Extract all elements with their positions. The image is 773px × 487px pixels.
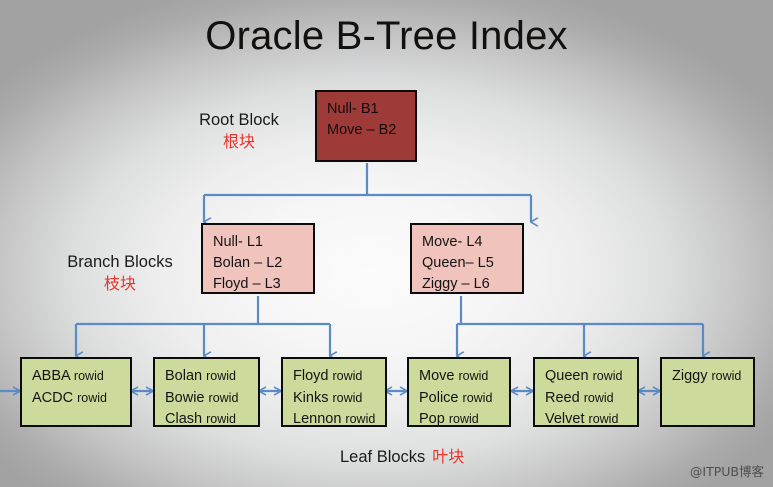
leaf-key: Clash (165, 411, 203, 427)
branch-entry: Queen– L5 (422, 255, 494, 271)
leaf-key: Kinks (293, 389, 329, 406)
leaf-entry: ACDC rowid (32, 388, 130, 410)
branch-label-en: Branch Blocks (67, 253, 173, 271)
leaf-block-3[interactable]: Floyd rowid Kinks rowid Lennon rowid (281, 357, 387, 427)
root-block-label: Root Block 根块 (180, 110, 298, 152)
leaf-key: ACDC (32, 389, 74, 406)
leaf-entry: Kinks rowid (293, 388, 385, 410)
leaf-key: Velvet (545, 411, 585, 427)
leaf-key: Bolan (165, 368, 203, 384)
leaf-label-zh: 叶块 (432, 447, 465, 466)
leaf-rowid: rowid (592, 369, 623, 383)
leaf-entry: Velvet rowid (545, 409, 637, 431)
leaf-entry: Bolan rowid (165, 366, 258, 388)
leaf-key: Ziggy (672, 368, 708, 384)
leaf-rowid: rowid (208, 390, 239, 405)
root-entry: Null- B1 (327, 101, 379, 117)
branch-label-zh: 枝块 (103, 274, 136, 293)
page-title: Oracle B-Tree Index (205, 14, 568, 58)
leaf-entry: Floyd rowid (293, 366, 385, 388)
root-to-branch-connectors (202, 163, 531, 222)
leaf-key: Pop (419, 411, 445, 427)
leaf-entry: Queen rowid (545, 366, 637, 388)
leaf-rowid: rowid (458, 369, 489, 383)
leaf-rowid: rowid (448, 412, 479, 426)
leaf-key: Bowie (165, 389, 205, 406)
leaf-entry: Reed rowid (545, 388, 637, 410)
leaf-block-5[interactable]: Queen rowid Reed rowid Velvet rowid (533, 357, 639, 427)
branch-blocks-label: Branch Blocks 枝块 (48, 252, 192, 294)
leaf-entry: Clash rowid (165, 409, 258, 431)
left-branch-to-leaf-connectors (74, 296, 330, 356)
branch-entry: Move- L4 (422, 234, 483, 250)
leaf-entry: Ziggy rowid (672, 366, 753, 388)
leaf-rowid: rowid (332, 369, 363, 383)
leaf-entry: ABBA rowid (32, 366, 130, 388)
leaf-rowid: rowid (345, 412, 376, 426)
root-label-zh: 根块 (222, 132, 255, 151)
leaf-rowid: rowid (206, 412, 236, 426)
leaf-entry: Move rowid (419, 366, 509, 388)
branch-entry: Null- L1 (213, 234, 263, 250)
leaf-entry: Bowie rowid (165, 388, 258, 410)
branch-entry: Ziggy – L6 (422, 276, 490, 292)
leaf-block-4[interactable]: Move rowid Police rowid Pop rowid (407, 357, 511, 427)
leaf-key: Queen (545, 368, 589, 384)
leaf-key: Lennon (293, 411, 342, 427)
leaf-rowid: rowid (332, 390, 363, 405)
right-branch-to-leaf-connectors (455, 296, 703, 356)
leaf-blocks-label: Leaf Blocks 叶块 (340, 443, 464, 467)
branch-entry: Floyd – L3 (213, 276, 281, 292)
branch-block-left[interactable]: Null- L1 Bolan – L2 Floyd – L3 (201, 223, 315, 294)
watermark: @ITPUB博客 (689, 464, 764, 479)
leaf-label-en: Leaf Blocks (340, 448, 426, 466)
leaf-rowid: rowid (711, 369, 742, 383)
leaf-key: ABBA (32, 368, 70, 384)
leaf-key: Move (419, 368, 455, 384)
leaf-rowid: rowid (77, 390, 107, 405)
leaf-key: Floyd (293, 368, 329, 384)
leaf-block-6[interactable]: Ziggy rowid (660, 357, 755, 427)
root-label-en: Root Block (199, 111, 279, 129)
leaf-key: Police (419, 389, 459, 406)
leaf-rowid: rowid (462, 390, 493, 405)
leaf-entry: Police rowid (419, 388, 509, 410)
leaf-block-1[interactable]: ABBA rowid ACDC rowid (20, 357, 132, 427)
leaf-rowid: rowid (206, 369, 236, 383)
root-entry: Move – B2 (327, 122, 397, 138)
leaf-block-2[interactable]: Bolan rowid Bowie rowid Clash rowid (153, 357, 260, 427)
branch-entry: Bolan – L2 (213, 255, 283, 271)
leaf-entry: Pop rowid (419, 409, 509, 431)
leaf-rowid: rowid (583, 390, 614, 405)
leaf-key: Reed (545, 389, 580, 406)
leaf-rowid: rowid (73, 369, 104, 383)
leaf-entry: Lennon rowid (293, 409, 385, 431)
leaf-rowid: rowid (588, 412, 619, 426)
branch-block-right[interactable]: Move- L4 Queen– L5 Ziggy – L6 (410, 223, 524, 294)
root-block[interactable]: Null- B1 Move – B2 (315, 90, 417, 162)
